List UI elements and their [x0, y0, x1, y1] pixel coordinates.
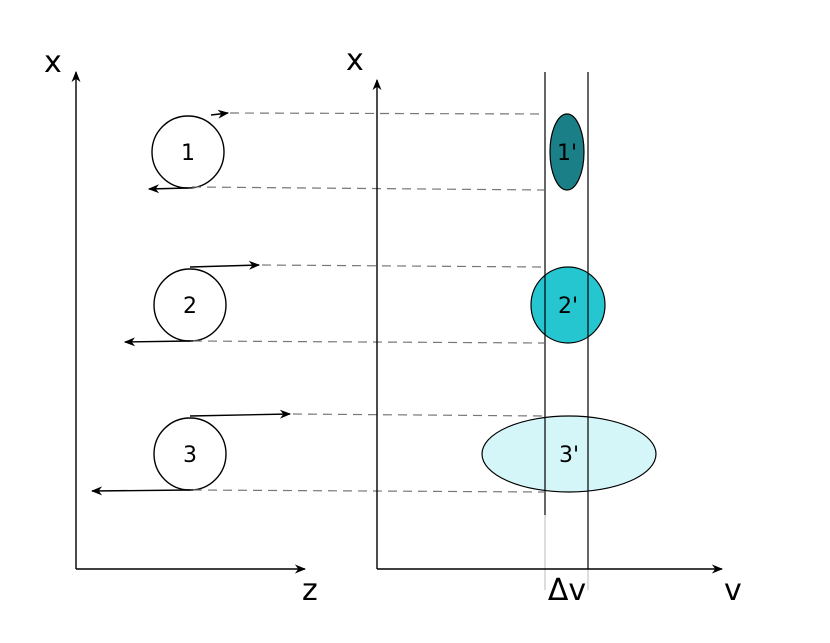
- left-y-axis-label: x: [44, 45, 62, 80]
- mapping-line-1-top: [229, 112, 545, 115]
- mapping-line-2-bottom: [192, 340, 545, 344]
- mapping-line-3-bottom: [192, 489, 545, 493]
- blob-3-label: 3': [559, 443, 579, 468]
- blob-3: [481, 415, 657, 493]
- orbit-1: 1: [147, 109, 230, 194]
- orbit-1-label: 1: [181, 141, 195, 166]
- mapping-line-3-top: [292, 413, 545, 417]
- blob-2: [530, 266, 606, 344]
- blob-1: [549, 113, 585, 191]
- delta-v-label: Δv: [548, 573, 586, 608]
- mapping-lines: [191, 112, 545, 493]
- left-x-axis-label: z: [302, 573, 318, 608]
- mapping-line-2-top: [261, 264, 545, 268]
- mapping-line-1-bottom: [191, 186, 545, 191]
- orbit-3: 3: [90, 409, 292, 496]
- blob-2-label: 2': [558, 294, 578, 319]
- orbit-3-bottom-arrow: [90, 486, 191, 496]
- orbit-2-label: 2: [183, 294, 197, 319]
- left-plot: x z: [44, 45, 318, 608]
- delta-v-band: [544, 72, 589, 569]
- orbit-2-top-arrow: [189, 260, 261, 270]
- right-x-axis-label: v: [724, 573, 742, 608]
- right-plot: x v Δv: [346, 43, 742, 608]
- orbit-1-bottom-arrow: [147, 184, 189, 194]
- orbit-1-top-arrow: [210, 109, 230, 119]
- velocity-blobs: 1' 2' 3': [481, 113, 657, 493]
- orbit-3-top-arrow: [189, 409, 292, 419]
- right-y-axis-label: x: [346, 43, 364, 78]
- orbit-3-label: 3: [183, 443, 197, 468]
- orbit-2: 2: [123, 260, 261, 347]
- blob-1-label: 1': [557, 141, 577, 166]
- orbit-2-bottom-arrow: [123, 337, 191, 347]
